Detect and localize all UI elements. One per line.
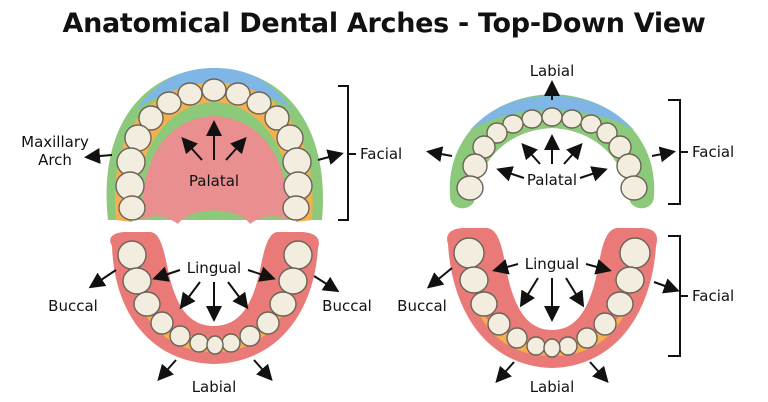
upper-right-outer-zone [449, 94, 655, 209]
palatal-arrow-right-l [496, 166, 525, 182]
maxillary-arch-left: Maxillary Arch Palatal Facial [21, 68, 402, 224]
palatal-arrow-right-ur [563, 143, 583, 165]
lingual-right-arrow-l2 [519, 277, 539, 308]
mandibular-arch-left: Lingual Buccal Buccal Labial [48, 232, 372, 396]
lingual-right-arrow-r1 [585, 259, 612, 275]
facial-arrow-right-out-right [651, 146, 676, 163]
facial-bracket-upper-right [668, 99, 688, 205]
upper-arch-right: Labial Palatal Facial [426, 62, 734, 209]
lingual-label-left: Lingual [187, 259, 241, 277]
labial-label-top-right: Labial [530, 62, 575, 80]
mandibular-teeth [117, 240, 313, 355]
maxillary-arrow [84, 148, 113, 164]
lower-arch-right: Lingual Buccal Facial Labial [397, 228, 734, 396]
buccal-arrow-left [88, 269, 117, 289]
facial-bracket-left [338, 85, 356, 221]
lingual-arrow-l1 [152, 266, 181, 282]
labial-arrow-br-right [589, 361, 609, 383]
lingual-right-arrow-l1 [492, 259, 519, 275]
facial-label-lower-right: Facial [692, 287, 734, 305]
labial-arrow-br-left [495, 361, 515, 383]
buccal-right-arrow [426, 267, 453, 289]
maxillary-teeth [115, 78, 313, 221]
upper-right-labial-zone [470, 96, 634, 130]
palatal-label-left: Palatal [189, 172, 239, 190]
facial-arrow-lower-right [653, 278, 680, 294]
lingual-arrow-r1 [247, 266, 276, 282]
buccal-arrow-right [313, 275, 340, 293]
palate [141, 116, 289, 224]
buccal-label-right: Buccal [397, 297, 447, 315]
palatal-arrow-right-ul [521, 143, 541, 165]
upper-right-teeth [456, 107, 648, 201]
palatal-arrow-left [181, 137, 203, 161]
lingual-arrow-l2 [179, 281, 201, 310]
lower-right-teeth [453, 237, 651, 358]
maxillary-labial-zone [136, 68, 292, 110]
labial-arrow-bl-right [253, 359, 273, 381]
palatal-arrow-right-r [579, 166, 608, 182]
labial-label-bottom-right: Labial [530, 378, 575, 396]
labial-arrow-bl-left [157, 359, 177, 381]
facial-bracket-lower-right [668, 235, 688, 357]
lingual-right-arrow-r2 [565, 277, 585, 308]
palatal-label-right: Palatal [527, 171, 577, 189]
maxillary-arch-label-2: Arch [38, 151, 72, 169]
maxillary-tooth-band [114, 82, 313, 222]
page-title: Anatomical Dental Arches - Top-Down View [62, 8, 706, 39]
facial-label-upper-left: Facial [360, 145, 402, 163]
buccal-label-left-outer: Buccal [48, 297, 98, 315]
facial-arrow-right-out-left [426, 146, 453, 163]
maxillary-arch-label-1: Maxillary [21, 133, 89, 151]
lingual-label-right: Lingual [525, 255, 579, 273]
facial-arrow-left [317, 149, 344, 165]
facial-label-upper-right: Facial [692, 143, 734, 161]
buccal-label-left-inner: Buccal [322, 297, 372, 315]
labial-label-bottom-left: Labial [192, 378, 237, 396]
lingual-arrow-r2 [227, 281, 249, 310]
palatal-arrow-right [225, 137, 247, 161]
